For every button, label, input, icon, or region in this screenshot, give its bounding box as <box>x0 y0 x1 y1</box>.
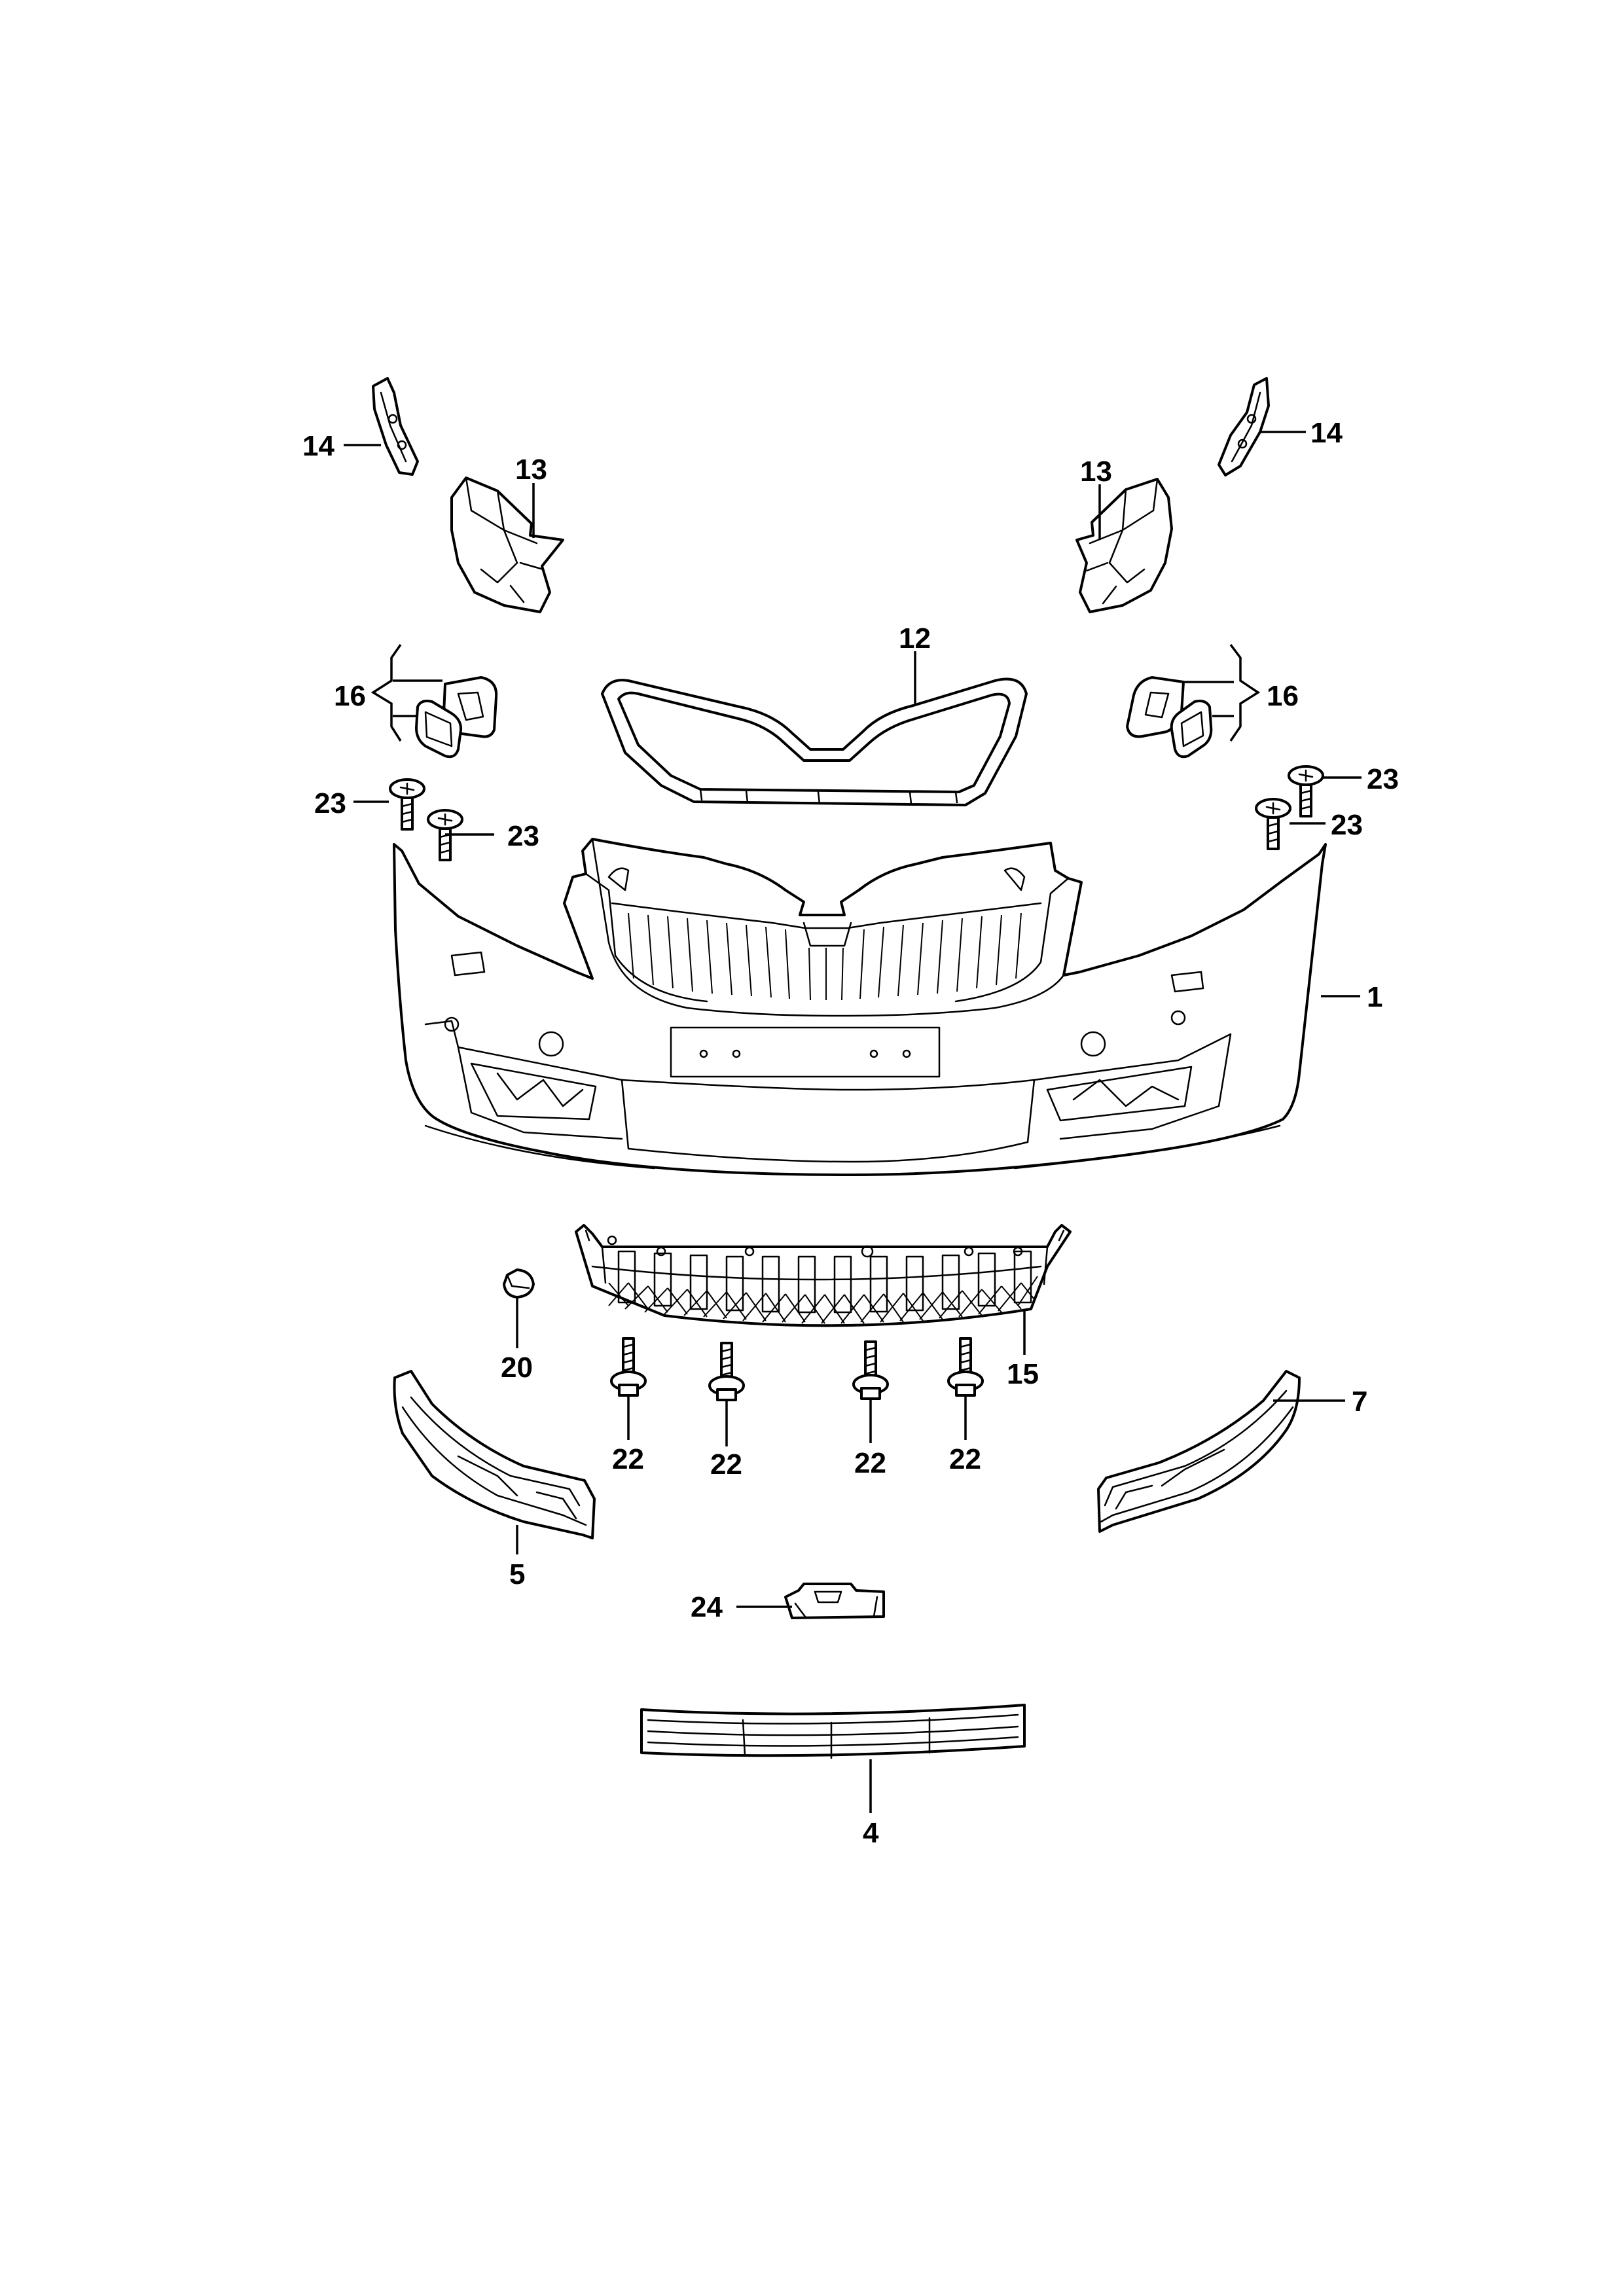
part-5-trim-left <box>393 1370 596 1539</box>
callout-23-a: 23 <box>314 787 346 819</box>
part-13-bracket-left <box>450 476 564 613</box>
callout-16-right: 16 <box>1267 680 1299 712</box>
callout-20: 20 <box>501 1352 533 1384</box>
leader-lines <box>344 431 1362 1813</box>
callout-13-right: 13 <box>1080 456 1112 488</box>
part-13-bracket-right <box>1075 478 1173 613</box>
callout-15: 15 <box>1007 1358 1039 1390</box>
callout-14-right: 14 <box>1310 417 1343 449</box>
callout-22-d: 22 <box>949 1443 981 1475</box>
part-4-lower-strip <box>640 1704 1026 1759</box>
part-7-trim-right <box>1097 1370 1301 1533</box>
callout-13-left: 13 <box>515 454 547 486</box>
part-15-lower-carrier <box>575 1224 1072 1327</box>
callout-12: 12 <box>899 622 931 655</box>
callout-5: 5 <box>509 1558 525 1590</box>
part-23-screw-d <box>1255 798 1291 850</box>
callout-7: 7 <box>1352 1386 1367 1418</box>
part-22-screw-a <box>610 1337 647 1397</box>
part-20-plug <box>503 1268 535 1299</box>
part-12-grille-frame <box>601 677 1028 806</box>
part-22-screw-c <box>852 1340 889 1400</box>
part-22-screw-b <box>708 1342 745 1401</box>
part-23-screw-a <box>389 778 425 831</box>
callout-23-b: 23 <box>507 820 539 852</box>
callout-22-b: 22 <box>710 1448 742 1480</box>
callout-1: 1 <box>1367 981 1382 1013</box>
part-1-bumper-cover <box>393 838 1327 1176</box>
callout-4: 4 <box>863 1817 879 1849</box>
part-23-screw-c <box>1288 765 1324 817</box>
callout-22-c: 22 <box>854 1447 886 1479</box>
part-22-screw-d <box>947 1337 984 1397</box>
callout-23-d: 23 <box>1331 809 1363 841</box>
part-16-insert-left <box>370 643 498 759</box>
part-23-screw-b <box>427 809 463 861</box>
callout-16-left: 16 <box>334 680 366 712</box>
part-24-bracket <box>784 1583 885 1619</box>
callout-labels: 14 14 13 13 12 16 16 23 23 23 23 1 20 15… <box>302 417 1399 1849</box>
part-14-bracket-right <box>1218 377 1270 476</box>
callout-23-c: 23 <box>1367 763 1399 795</box>
callout-22-a: 22 <box>612 1443 644 1475</box>
part-14-bracket-left <box>372 377 419 476</box>
callout-14-left: 14 <box>302 430 334 462</box>
part-16-insert-right <box>1126 643 1261 759</box>
callout-24: 24 <box>691 1591 723 1623</box>
